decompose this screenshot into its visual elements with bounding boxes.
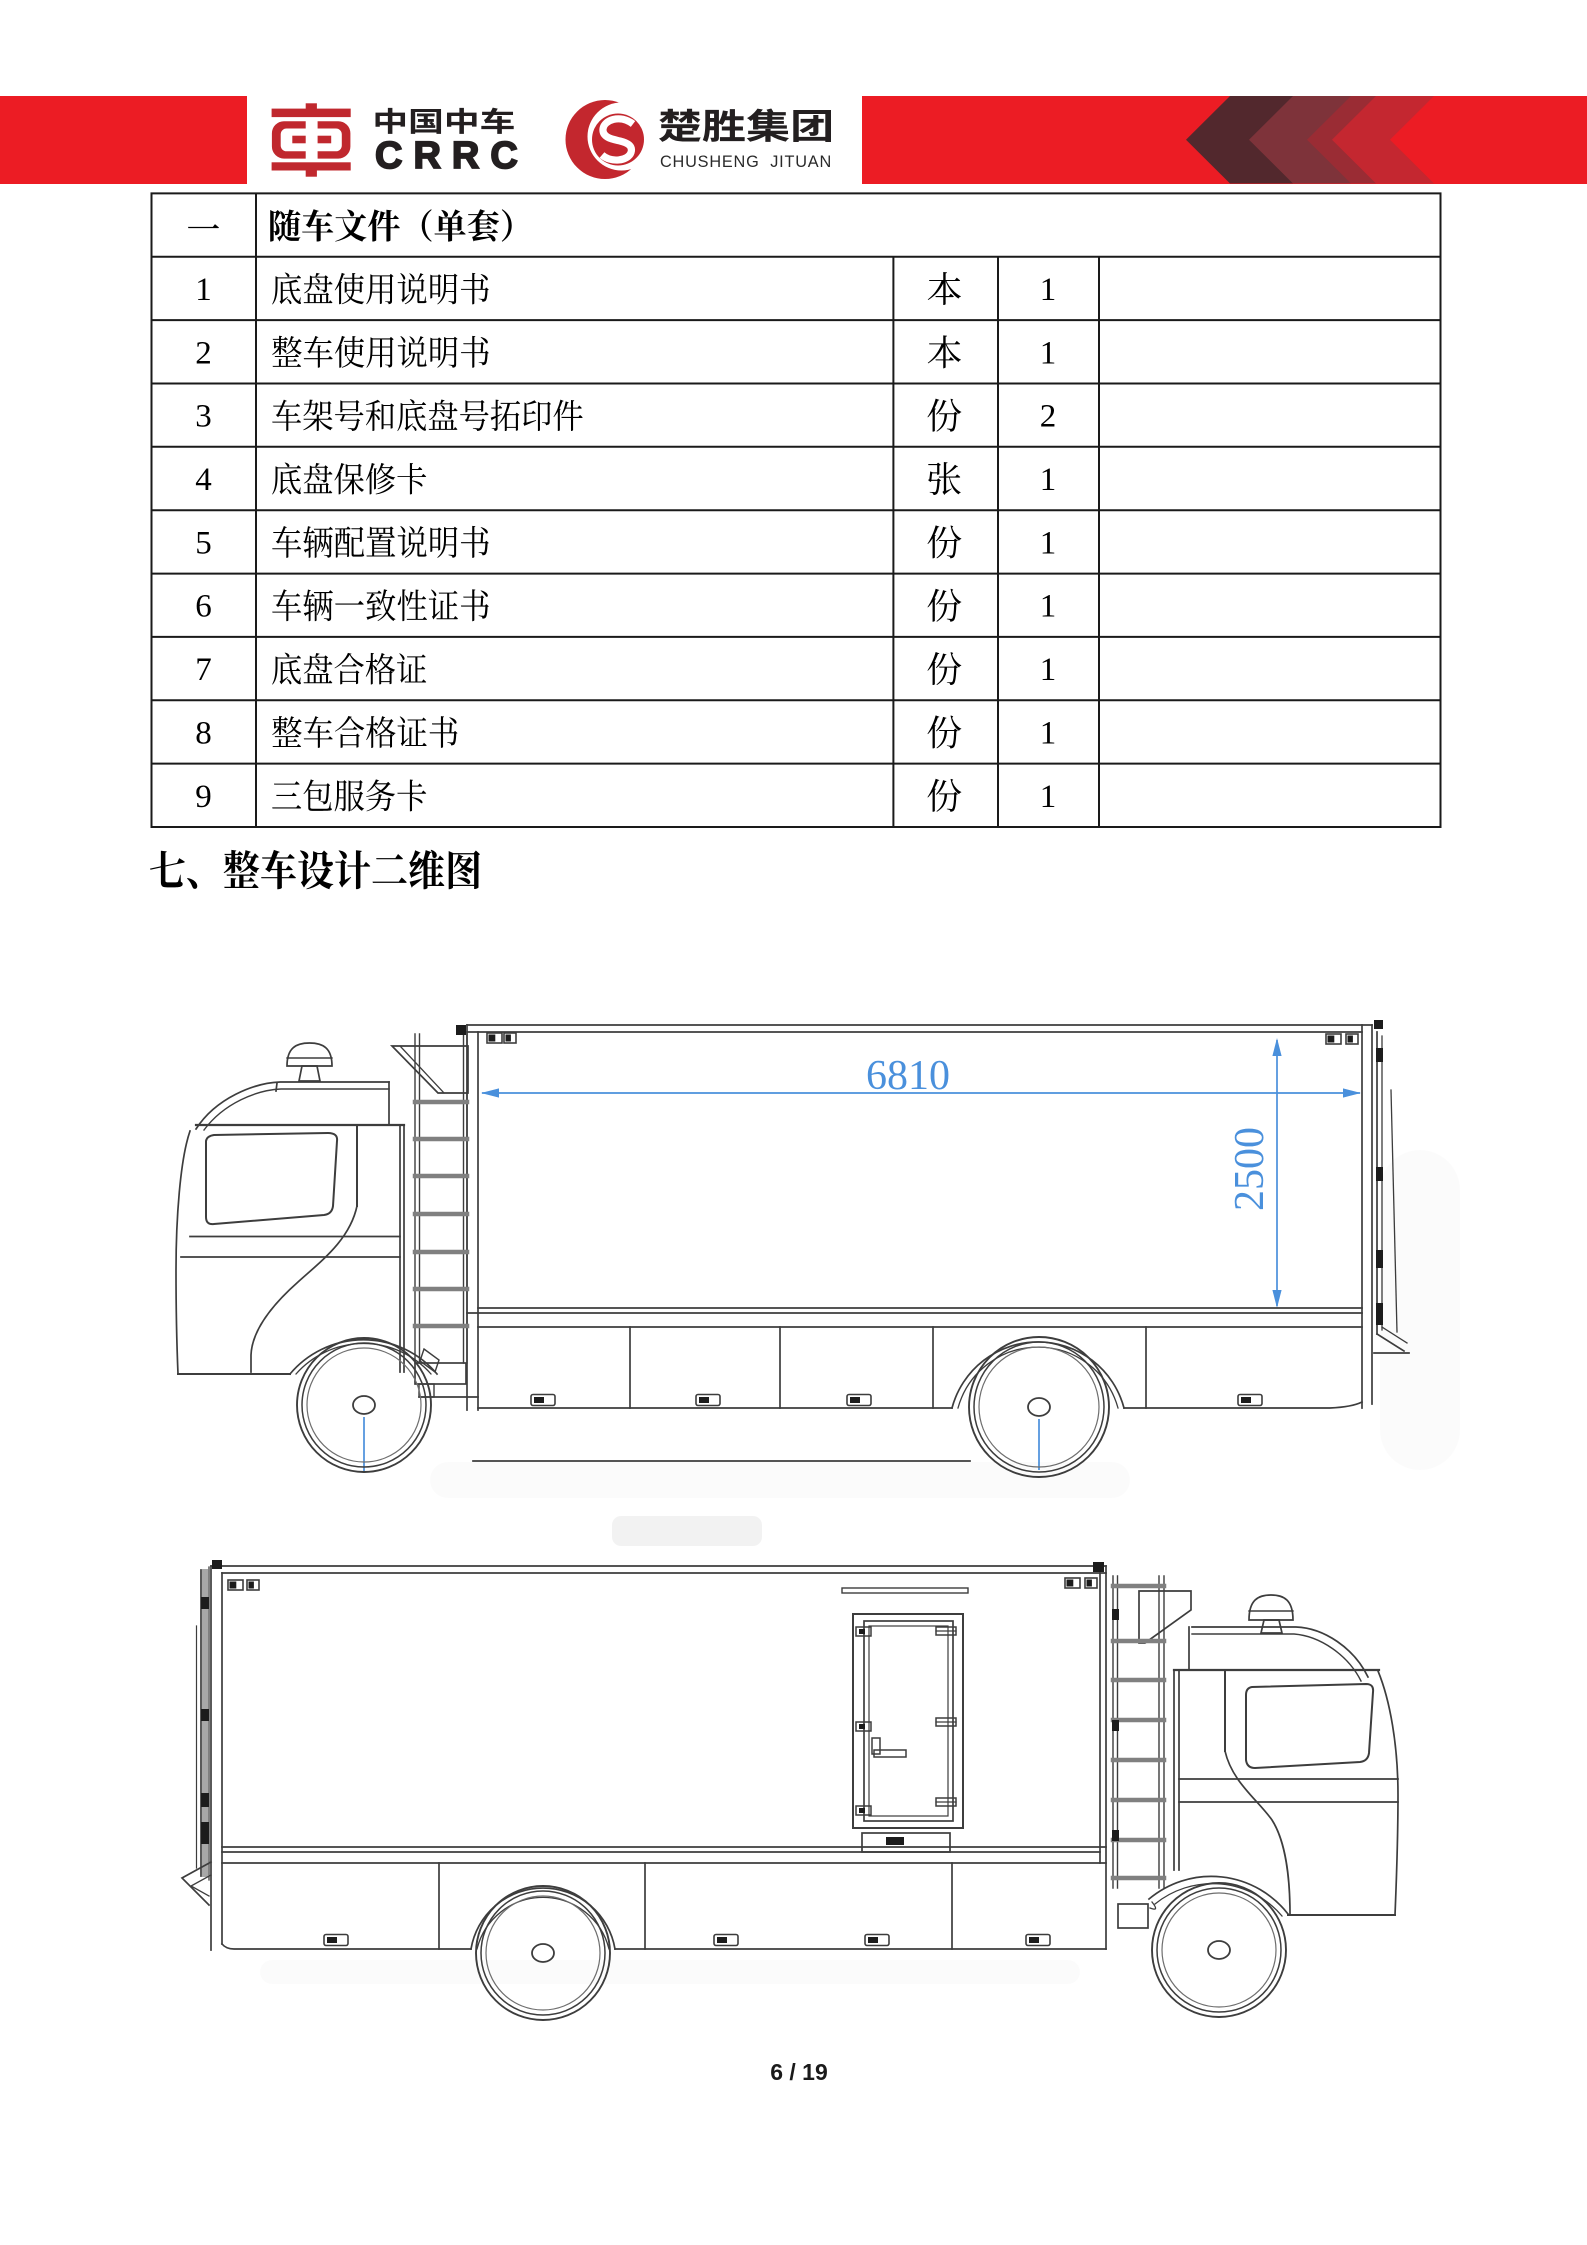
svg-text:3: 3 [195, 399, 212, 435]
svg-text:2500: 2500 [1227, 1127, 1273, 1211]
svg-text:1: 1 [1040, 589, 1057, 625]
svg-text:7: 7 [195, 652, 212, 688]
svg-text:5: 5 [195, 525, 212, 561]
svg-text:2: 2 [1040, 399, 1057, 435]
svg-text:6: 6 [195, 589, 212, 625]
svg-text:1: 1 [195, 272, 212, 308]
svg-text:1: 1 [1040, 462, 1057, 498]
svg-text:1: 1 [1040, 652, 1057, 688]
svg-text:1: 1 [1040, 716, 1057, 752]
svg-text:4: 4 [195, 462, 212, 498]
svg-text:2: 2 [195, 335, 212, 371]
svg-text:1: 1 [1040, 272, 1057, 308]
svg-text:9: 9 [195, 779, 212, 815]
svg-text:6810: 6810 [866, 1053, 950, 1099]
svg-text:1: 1 [1040, 335, 1057, 371]
svg-text:1: 1 [1040, 779, 1057, 815]
svg-text:8: 8 [195, 716, 212, 752]
svg-text:1: 1 [1040, 525, 1057, 561]
